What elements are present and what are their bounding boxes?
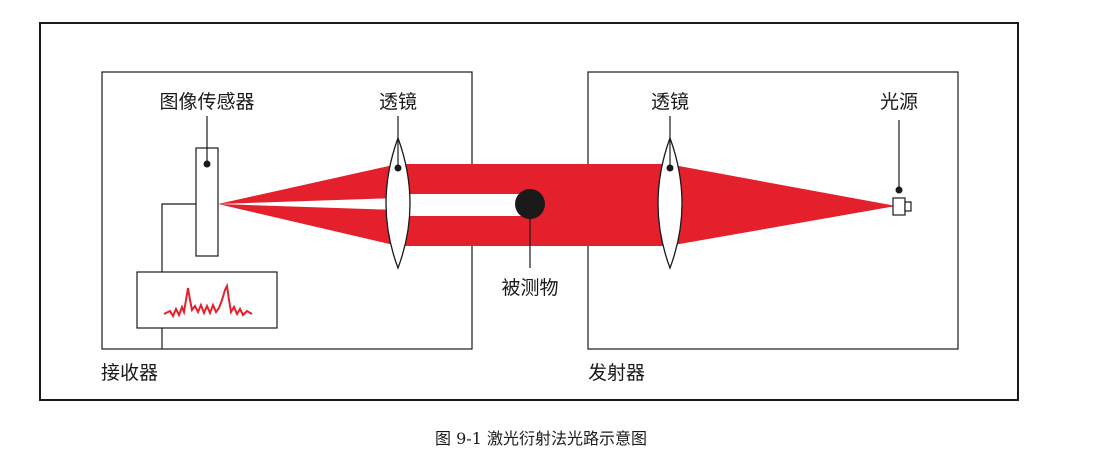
lens-right — [657, 136, 683, 270]
laser-beam — [218, 164, 896, 246]
sensor-dot — [203, 160, 211, 168]
lens-left-dot — [394, 164, 402, 172]
object-label: 被测物 — [501, 277, 558, 299]
shadow-channel — [398, 194, 530, 216]
figure-caption: 图 9-1 激光衍射法光路示意图 — [435, 429, 647, 448]
source-dot — [895, 186, 903, 194]
lens-left-label: 透镜 — [379, 91, 417, 113]
lens-right-label: 透镜 — [651, 91, 689, 113]
emitter-label: 发射器 — [588, 362, 645, 384]
measured-object — [515, 189, 545, 219]
receiver-label: 接收器 — [101, 362, 158, 384]
light-source — [892, 197, 906, 216]
light-source-tip — [904, 201, 912, 212]
light-source-label: 光源 — [880, 91, 918, 113]
signal-display — [136, 271, 278, 329]
lower-focus-beam — [218, 204, 398, 246]
outer-frame — [39, 22, 1019, 401]
upper-focus-beam — [218, 164, 398, 204]
image-sensor-label: 图像传感器 — [159, 91, 254, 113]
lens-right-dot — [666, 164, 674, 172]
sensor-cable — [161, 203, 196, 272]
source-beam — [668, 164, 896, 246]
diffraction-waveform — [163, 282, 253, 319]
lens-left — [385, 136, 411, 270]
